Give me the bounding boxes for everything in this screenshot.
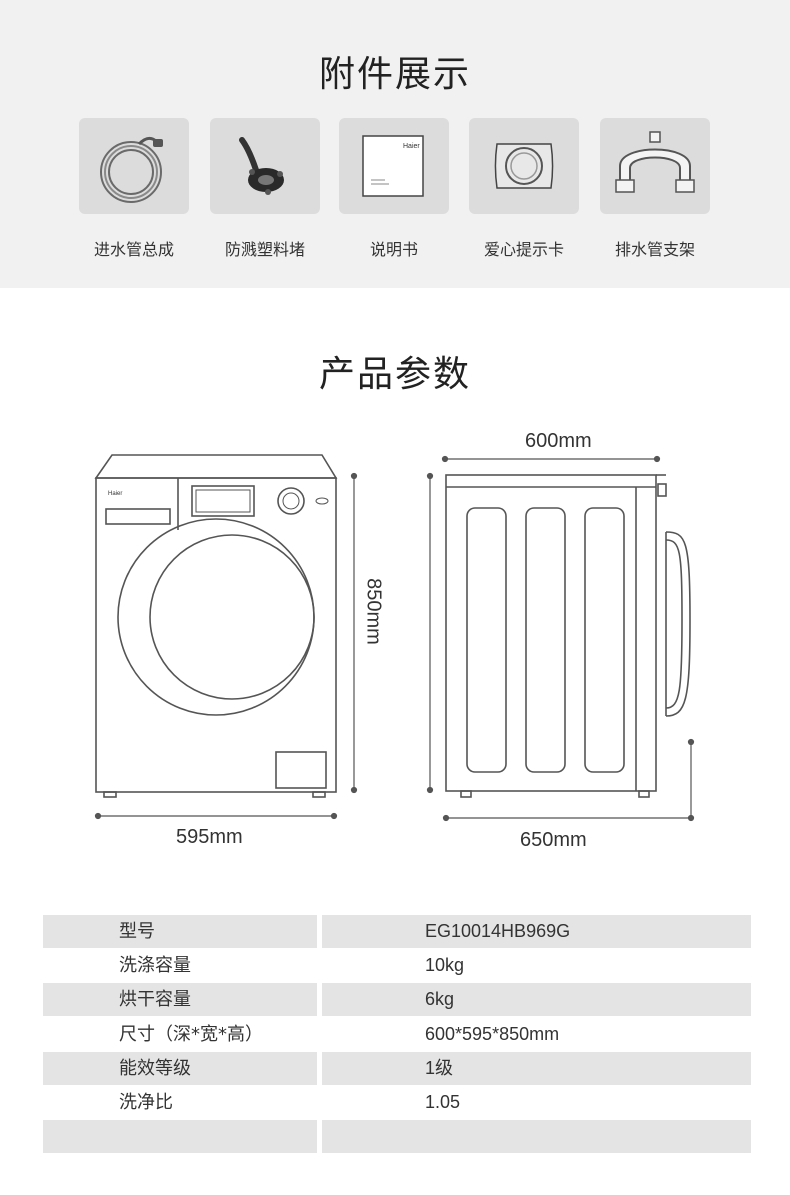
spec-key [43, 1120, 317, 1153]
accessory-label-1: 进水管总成 [93, 240, 174, 259]
params-title: 产品参数 [318, 354, 471, 395]
height-label: 850mm [362, 578, 385, 645]
accessory-label-4: 爱心提示卡 [483, 240, 564, 259]
spec-row-energy-grade: 能效等级 1级 [43, 1052, 751, 1085]
front-brand-logo: Haier [108, 491, 122, 497]
reminder-card-icon [494, 143, 554, 189]
drain-bracket-icon [615, 131, 695, 193]
spec-value: 1.05 [425, 1092, 461, 1112]
splash-plug-icon [239, 137, 284, 195]
washer-front-view [94, 454, 338, 798]
front-width-label: 595mm [176, 826, 243, 848]
spec-value: 1级 [322, 1052, 751, 1085]
manual-icon: Haier [362, 135, 424, 197]
spec-value: 600*595*850mm [425, 1024, 560, 1044]
spec-key: 尺寸（深*宽*高） [119, 1024, 263, 1045]
spec-value: 10kg [425, 955, 465, 975]
washer-dimension-drawing: Haier [94, 454, 695, 822]
height-dimension-line [350, 472, 358, 794]
washer-side-view [445, 474, 691, 798]
accessory-label-3: 说明书 [369, 240, 418, 259]
spec-key: 洗净比 [119, 1092, 173, 1113]
side-depth-marker [687, 738, 695, 818]
spec-row-dimensions: 尺寸（深*宽*高） 600*595*850mm [43, 1018, 751, 1051]
side-depth-label: 650mm [520, 829, 587, 851]
spec-key: 能效等级 [43, 1052, 317, 1085]
side-width-dimension-line [441, 455, 661, 463]
spec-row-wash-ratio: 洗净比 1.05 [43, 1086, 751, 1119]
accessories-title: 附件展示 [318, 54, 471, 95]
manual-tile: Haier [339, 118, 449, 214]
front-width-dimension-line [94, 812, 338, 820]
spec-value: EG10014HB969G [322, 915, 751, 948]
spec-value [322, 1120, 751, 1153]
spec-key: 型号 [43, 915, 317, 948]
spec-key: 烘干容量 [43, 983, 317, 1016]
splash-plug-tile [210, 118, 320, 214]
spec-key: 洗涤容量 [119, 955, 191, 976]
accessory-label-5: 排水管支架 [614, 240, 695, 259]
spec-row-empty [43, 1120, 751, 1153]
spec-row-wash-capacity: 洗涤容量 10kg [43, 949, 751, 982]
side-depth-dimension-line [442, 814, 695, 822]
side-width-label: 600mm [525, 430, 592, 452]
accessory-label-2: 防溅塑料堵 [224, 240, 305, 259]
inlet-hose-icon [100, 136, 163, 203]
spec-row-dry-capacity: 烘干容量 6kg [43, 983, 751, 1016]
side-height-dimension-line [426, 472, 434, 794]
reminder-card-tile [469, 118, 579, 214]
inlet-hose-tile [79, 118, 189, 214]
drain-bracket-tile [600, 118, 710, 214]
manual-brand: Haier [403, 143, 420, 150]
spec-row-model: 型号 EG10014HB969G [43, 915, 751, 948]
spec-value: 6kg [322, 983, 751, 1016]
